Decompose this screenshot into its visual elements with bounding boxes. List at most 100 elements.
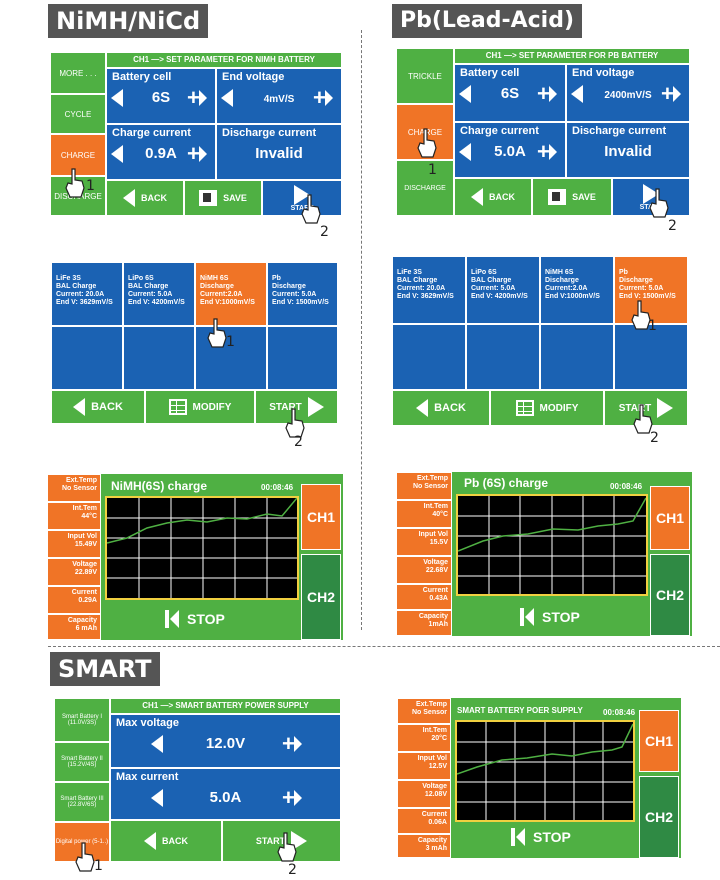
side-cycle-button[interactable]: CYCLE <box>50 94 106 134</box>
increase-icon[interactable]: + <box>661 83 681 105</box>
hand-pointer-icon <box>276 832 298 862</box>
back-label: BACK <box>434 402 466 414</box>
ch1-button[interactable]: CH1 <box>639 710 679 772</box>
end-voltage-setting: End voltage 2400mV/S + <box>566 64 690 122</box>
ch1-button[interactable]: CH1 <box>650 486 690 550</box>
readout-value: 12.5V <box>428 763 447 770</box>
back-button[interactable]: BACK <box>392 390 490 426</box>
back-button[interactable]: BACK <box>106 180 184 216</box>
readout-value: 0.43A <box>429 595 448 602</box>
back-arrow-icon <box>471 188 483 206</box>
step-number: 1 <box>428 162 437 178</box>
elapsed-time: 00:08:46 <box>261 483 294 492</box>
preset-tile-empty[interactable] <box>51 326 123 390</box>
charge-current-setting: Charge current 5.0A + <box>454 122 566 178</box>
ch2-button[interactable]: CH2 <box>639 776 679 858</box>
preset-tile-empty[interactable] <box>614 324 688 390</box>
preset-line: Current:2.0A <box>545 285 588 292</box>
increase-icon[interactable]: + <box>187 87 207 109</box>
step-number: 1 <box>94 858 103 874</box>
ch2-button[interactable]: CH2 <box>650 554 690 636</box>
preset-tile-empty[interactable] <box>540 324 614 390</box>
ch2-button[interactable]: CH2 <box>301 554 341 640</box>
save-button[interactable]: SAVE <box>184 180 262 216</box>
preset-tile-empty[interactable] <box>466 324 540 390</box>
preset-line: Discharge <box>200 283 234 290</box>
preset-tile-empty[interactable] <box>267 326 338 390</box>
readout-label: Ext.Temp <box>66 477 97 484</box>
side-charge-button[interactable]: CHARGE <box>50 134 106 176</box>
increase-icon[interactable]: + <box>282 733 302 755</box>
back-button[interactable]: BACK <box>454 178 532 216</box>
smart-battery-1-button[interactable]: Smart Battery I (11.0V/3S) <box>54 698 110 742</box>
discharge-current-label: Discharge current <box>222 127 317 139</box>
increase-icon[interactable]: + <box>313 87 333 109</box>
discharge-current-label: Discharge current <box>572 125 667 137</box>
charge-current-value: 0.9A <box>145 145 177 162</box>
save-button[interactable]: SAVE <box>532 178 612 216</box>
preset-tile-empty[interactable] <box>195 326 267 390</box>
stop-button[interactable]: STOP <box>511 828 571 846</box>
decrease-icon[interactable] <box>111 89 123 107</box>
save-icon <box>548 189 567 205</box>
decrease-icon[interactable] <box>571 85 583 103</box>
preset-line: Pb <box>272 275 281 282</box>
decrease-icon[interactable] <box>459 143 471 161</box>
preset-line: End V: 1500mV/S <box>619 293 676 300</box>
monitor-title: SMART BATTERY POER SUPPLY <box>457 706 583 715</box>
decrease-icon[interactable] <box>221 89 233 107</box>
back-button[interactable]: BACK <box>110 820 222 862</box>
modify-button[interactable]: MODIFY <box>145 390 255 424</box>
preset-line: Current: 5.0A <box>619 285 664 292</box>
preset-tile-empty[interactable] <box>392 324 466 390</box>
preset-tile-empty[interactable] <box>123 326 195 390</box>
readout-label: Capacity <box>67 617 97 624</box>
decrease-icon[interactable] <box>151 735 163 753</box>
header-title: CH1 —> SET PARAMETER FOR PB BATTERY <box>454 48 690 64</box>
increase-icon[interactable]: + <box>537 141 557 163</box>
back-button[interactable]: BACK <box>51 390 145 424</box>
readout-value: 20°C <box>431 735 447 742</box>
increase-icon[interactable]: + <box>187 143 207 165</box>
decrease-icon[interactable] <box>459 85 471 103</box>
section-title-smart: SMART <box>50 652 160 686</box>
stop-icon <box>520 608 534 626</box>
side-more-button[interactable]: MORE . . . <box>50 52 106 94</box>
preset-line: Current: 20.0A <box>397 285 446 292</box>
increase-icon[interactable]: + <box>282 787 302 809</box>
preset-line: BAL Charge <box>397 277 438 284</box>
increase-icon[interactable]: + <box>537 83 557 105</box>
discharge-current-setting: Discharge current Invalid <box>216 124 342 180</box>
start-button[interactable]: START <box>262 180 342 216</box>
decrease-icon[interactable] <box>151 789 163 807</box>
stop-button[interactable]: STOP <box>165 610 225 628</box>
stop-button[interactable]: STOP <box>520 608 580 626</box>
stop-label: STOP <box>542 609 580 625</box>
hand-pointer-icon <box>284 408 306 438</box>
decrease-icon[interactable] <box>111 145 123 163</box>
modify-button[interactable]: MODIFY <box>490 390 604 426</box>
preset-line: BAL Charge <box>471 277 512 284</box>
side-trickle-button[interactable]: TRICKLE <box>396 48 454 104</box>
preset-line: LiPo 6S <box>128 275 154 282</box>
preset-line: Current: 5.0A <box>128 291 173 298</box>
ch1-button[interactable]: CH1 <box>301 484 341 550</box>
end-voltage-value: 2400mV/S <box>604 90 652 101</box>
readout-label: Ext.Temp <box>416 701 447 708</box>
start-arrow-icon <box>643 183 659 204</box>
smart-battery-3-button[interactable]: Smart Battery III (22.8V/6S) <box>54 782 110 822</box>
smart-battery-2-button[interactable]: Smart Battery II (15.2V/4S) <box>54 742 110 782</box>
side-discharge-button[interactable]: DISCHARGE <box>396 160 454 216</box>
